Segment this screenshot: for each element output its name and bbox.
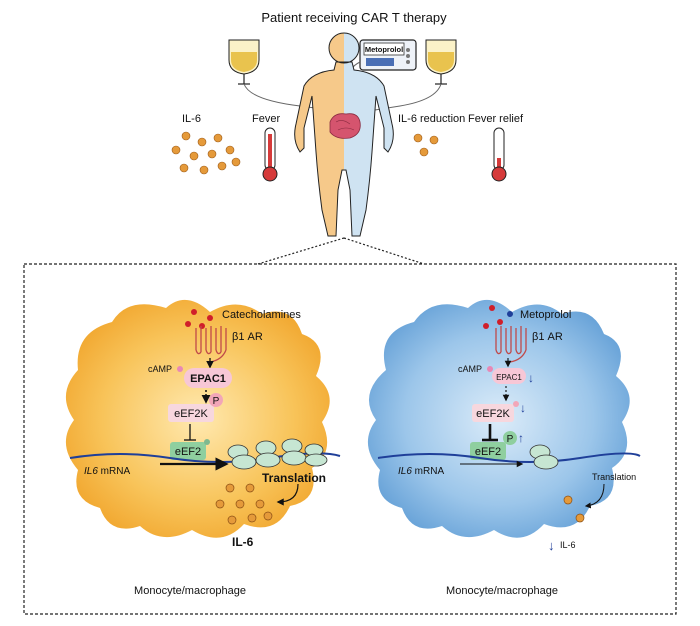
right-receptor-label: β1 AR bbox=[532, 331, 563, 343]
left-ligand-label: Catecholamines bbox=[222, 309, 301, 321]
left-camp-label: cAMP bbox=[148, 364, 172, 374]
right-epac-down-arrow: ↓ bbox=[528, 371, 534, 385]
left-translation-to-il6-arrow bbox=[276, 483, 299, 506]
left-iv-bag bbox=[228, 39, 331, 111]
right-ligand-label: Metoprolol bbox=[520, 309, 571, 321]
right-phospho-label: P bbox=[507, 434, 514, 445]
right-mrna-label: IL6 mRNA bbox=[398, 466, 444, 477]
left-catecholamine-dots bbox=[185, 309, 213, 329]
right-inhibition-bar bbox=[482, 424, 498, 442]
right-phospho-badge: P bbox=[503, 431, 517, 445]
right-cell-caption: Monocyte/macrophage bbox=[446, 585, 558, 597]
left-cell-caption: Monocyte/macrophage bbox=[134, 585, 246, 597]
left-receptor-label: β1 AR bbox=[232, 331, 263, 343]
right-eef2-label: eEF2 bbox=[475, 446, 501, 458]
left-epac1-node: EPAC1 bbox=[184, 368, 232, 388]
right-eef2-node: eEF2 bbox=[470, 442, 506, 460]
left-receptor-icon bbox=[195, 326, 227, 363]
infusion-pump: Metoprolol bbox=[349, 39, 417, 79]
left-phospho-label: P bbox=[213, 396, 220, 407]
left-eef2-node: eEF2 bbox=[170, 439, 210, 460]
left-mrna-label: IL6 mRNA bbox=[84, 466, 130, 477]
left-eef2-label: eEF2 bbox=[175, 446, 201, 458]
diagram-title: Patient receiving CAR T therapy bbox=[261, 10, 447, 25]
zoom-line-left bbox=[257, 237, 345, 265]
right-il6-down-arrow: ↓ bbox=[548, 538, 555, 553]
left-epac1-label: EPAC1 bbox=[190, 373, 226, 385]
right-ligand-dots bbox=[483, 305, 513, 329]
left-il6-dots bbox=[215, 483, 273, 525]
left-product-label: IL-6 bbox=[232, 535, 254, 549]
left-inhibition-bar bbox=[184, 424, 196, 441]
right-translation-to-il6-arrow bbox=[584, 483, 605, 509]
right-iv-bag bbox=[374, 39, 457, 111]
patient-body bbox=[294, 32, 394, 237]
metoprolol-pump-label: Metoprolol bbox=[365, 45, 403, 54]
zoom-line-right bbox=[343, 237, 425, 265]
left-camp-icon bbox=[177, 366, 183, 372]
left-eef2k-node: eEF2K bbox=[168, 404, 214, 422]
fever-label: Fever bbox=[252, 113, 280, 125]
right-eef2k-label: eEF2K bbox=[476, 408, 510, 420]
il6-dots-high bbox=[171, 131, 241, 175]
tumor-icon bbox=[329, 113, 361, 139]
right-receptor-icon bbox=[495, 326, 527, 363]
right-product-label: IL-6 bbox=[560, 540, 576, 550]
left-ribosomes bbox=[227, 438, 328, 470]
right-epac1-node: EPAC1 bbox=[492, 368, 526, 384]
right-il6-dots bbox=[563, 495, 585, 523]
right-phospho-small bbox=[513, 401, 519, 407]
right-translation-label: Translation bbox=[592, 472, 636, 482]
cell-detail-frame bbox=[23, 263, 677, 615]
right-epac1-label: EPAC1 bbox=[496, 373, 522, 382]
right-phospho-up-arrow: ↑ bbox=[518, 431, 524, 445]
il6-label-left: IL-6 bbox=[182, 113, 201, 125]
right-mrna-strand bbox=[377, 452, 641, 463]
left-phospho-badge: P bbox=[209, 393, 223, 407]
left-eef2k-label: eEF2K bbox=[174, 408, 208, 420]
il6-dots-low bbox=[413, 133, 439, 157]
il6-reduction-label: IL-6 reduction bbox=[398, 113, 465, 125]
right-ribosomes bbox=[529, 444, 559, 470]
right-eef2k-node: eEF2K bbox=[472, 404, 514, 422]
fever-relief-label: Fever relief bbox=[468, 113, 524, 125]
left-translation-label: Translation bbox=[262, 471, 326, 485]
thermometer-high-icon bbox=[262, 127, 278, 182]
right-camp-label: cAMP bbox=[458, 364, 482, 374]
right-eef2k-down-arrow: ↓ bbox=[520, 401, 526, 415]
thermometer-low-icon bbox=[491, 127, 507, 182]
right-camp-icon bbox=[487, 366, 493, 372]
